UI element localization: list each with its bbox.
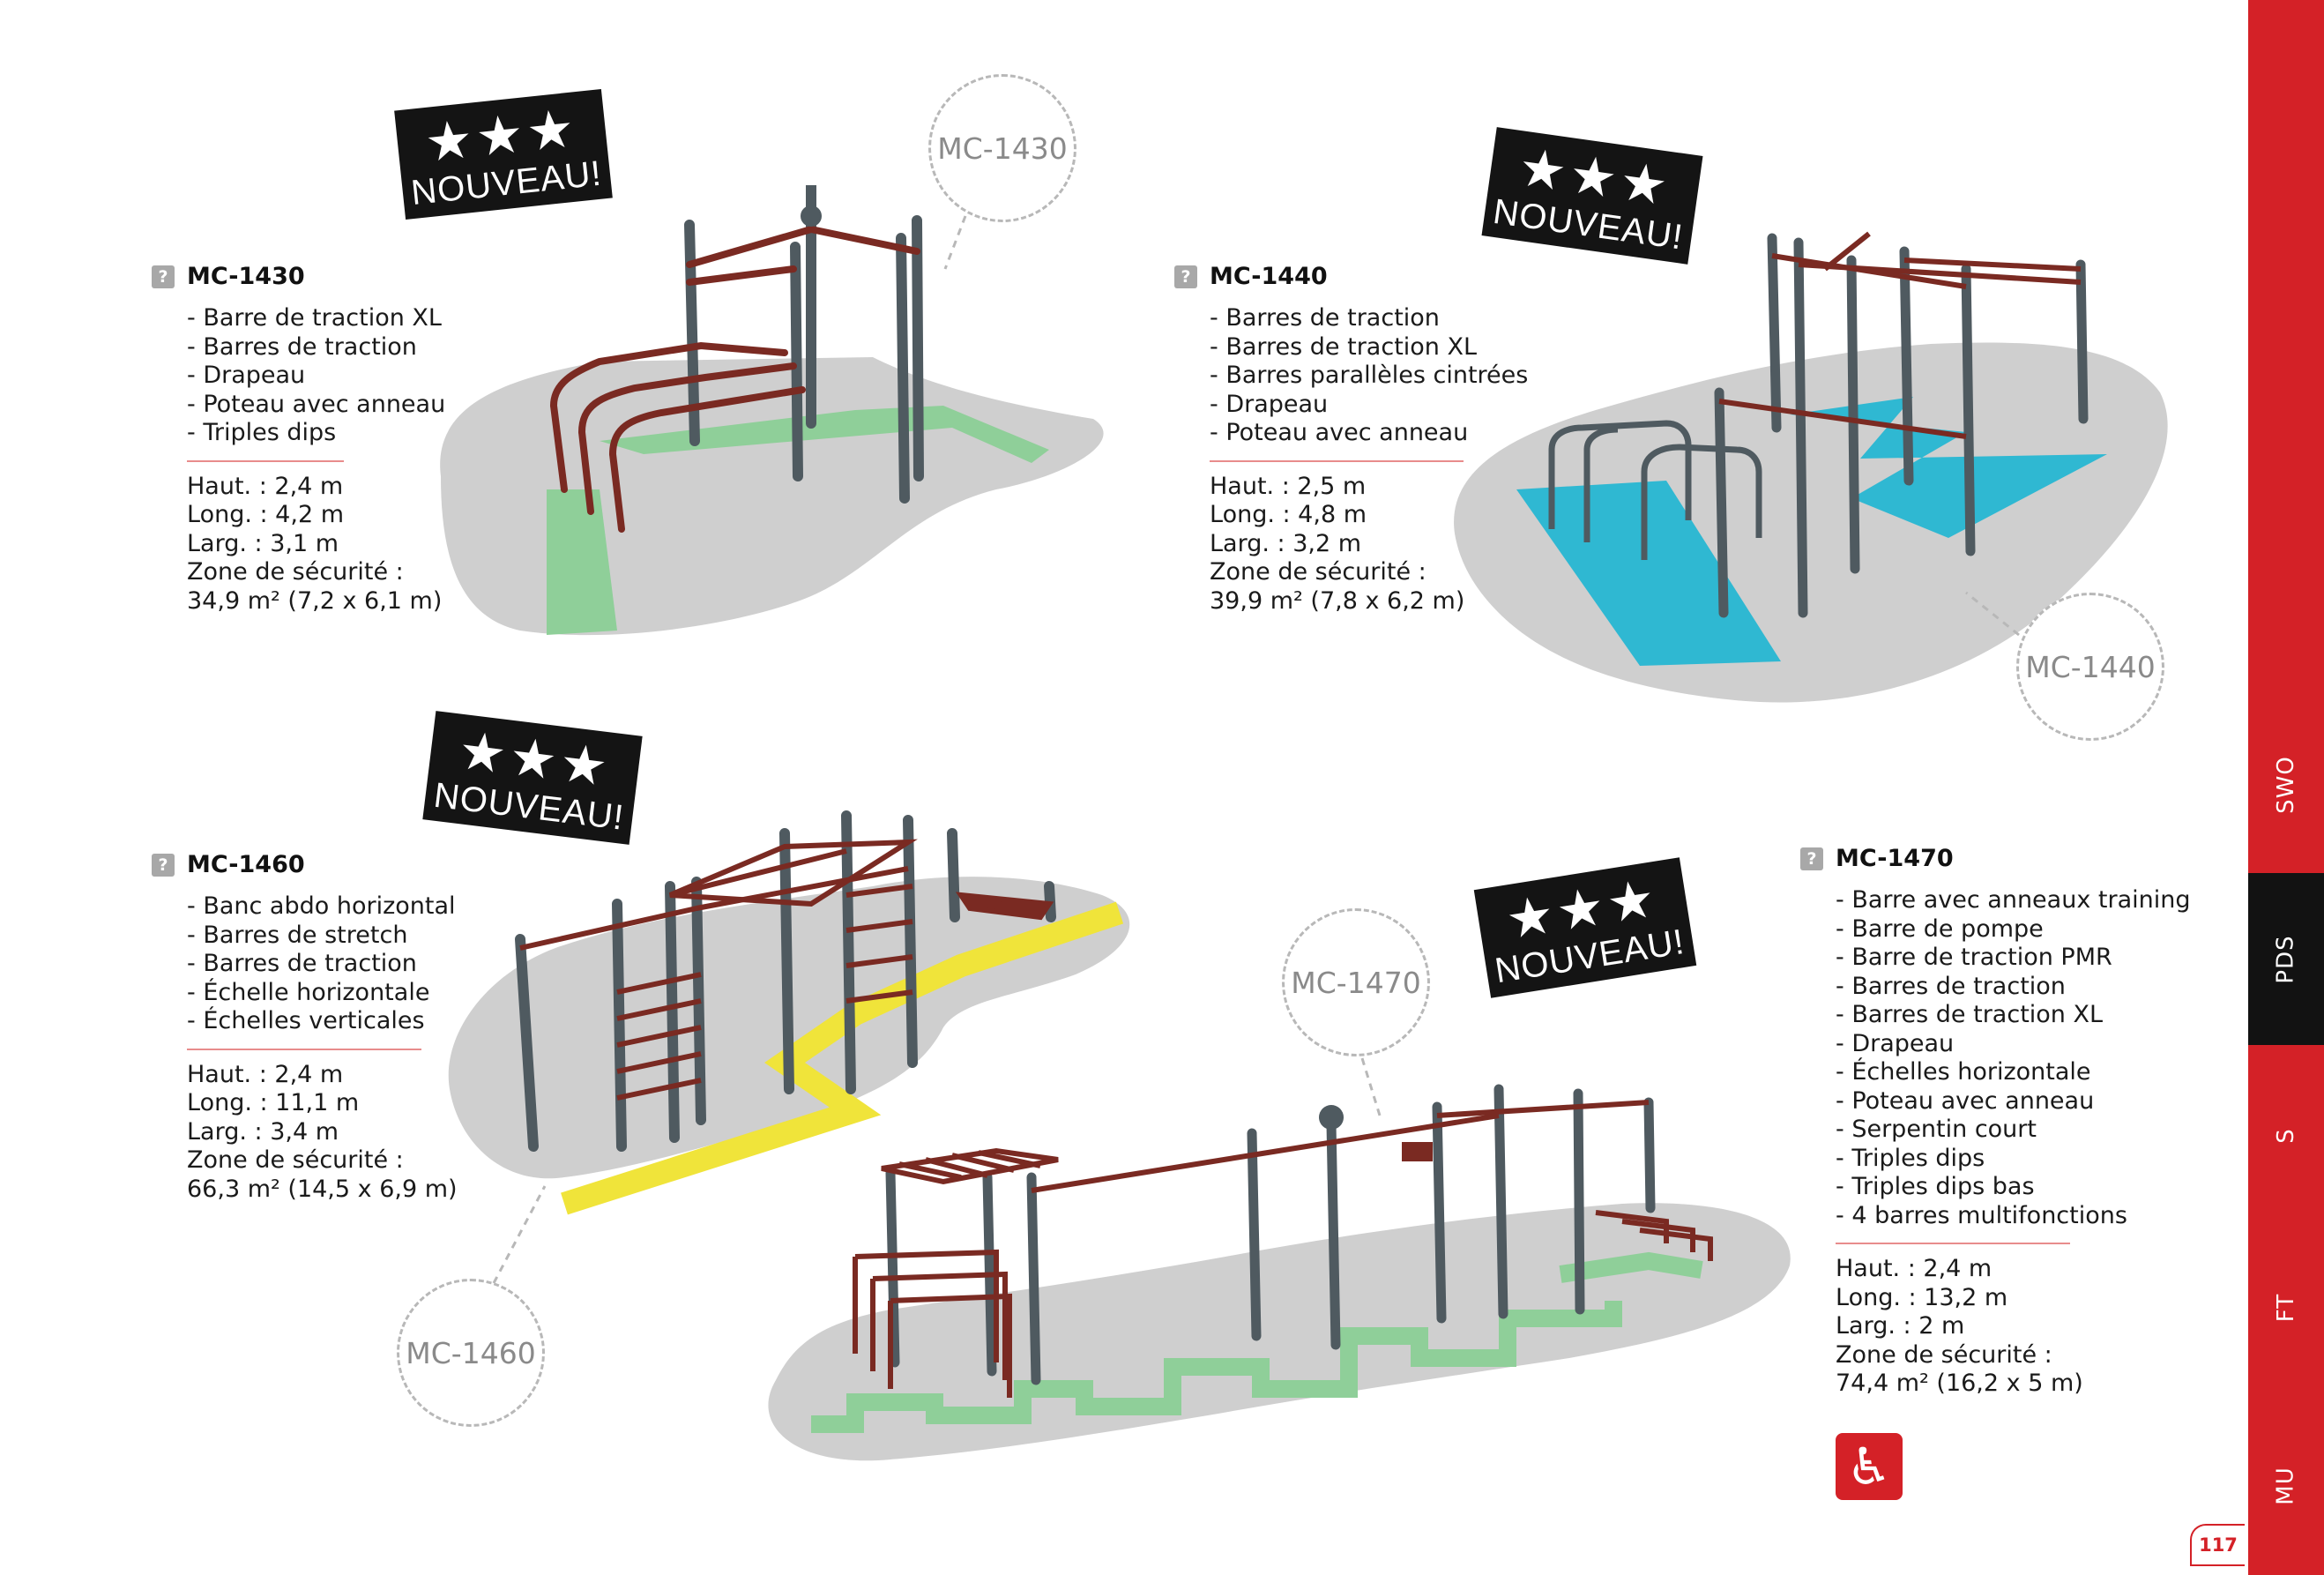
- feature-item: - Drapeau: [187, 362, 306, 389]
- spec-line: Zone de sécurité :: [187, 558, 404, 586]
- product-mc-1470: ? MC-1470 - Barre avec anneaux training -…: [1800, 845, 2190, 1399]
- feature-list: - Banc abdo horizontal - Barres de stret…: [187, 892, 458, 1036]
- spec-line: Larg. : 2 m: [1836, 1312, 1965, 1340]
- feature-item: - Triples dips bas: [1836, 1173, 2035, 1200]
- spec-line: Zone de sécurité :: [1210, 558, 1426, 586]
- model-tag-mc-1440: MC-1440: [2016, 593, 2164, 741]
- side-tab-pds[interactable]: PDS: [2248, 873, 2324, 1045]
- spec-line: 74,4 m² (16,2 x 5 m): [1836, 1370, 2083, 1397]
- spec-line: Zone de sécurité :: [1836, 1340, 2052, 1369]
- feature-item: - Barre avec anneaux training: [1836, 886, 2191, 914]
- feature-item: - Barre de traction PMR: [1836, 944, 2112, 971]
- illustration-mc-1430: [440, 185, 1104, 636]
- spec-line: Long. : 13,2 m: [1836, 1283, 2008, 1311]
- help-icon[interactable]: ?: [152, 853, 175, 877]
- spec-line: 66,3 m² (14,5 x 6,9 m): [187, 1175, 458, 1203]
- help-icon[interactable]: ?: [1800, 847, 1823, 870]
- model-tag-mc-1430: MC-1430: [928, 74, 1076, 222]
- feature-item: - Barres de stretch: [187, 921, 408, 949]
- spec-line: 34,9 m² (7,2 x 6,1 m): [187, 586, 443, 615]
- spec-line: Larg. : 3,2 m: [1210, 529, 1362, 557]
- feature-item: - Échelles verticales: [187, 1007, 425, 1034]
- feature-item: - Banc abdo horizontal: [187, 892, 456, 920]
- feature-item: - Drapeau: [1836, 1029, 1955, 1057]
- spec-line: Long. : 4,8 m: [1210, 501, 1367, 528]
- feature-item: - Barre de traction XL: [187, 304, 442, 332]
- feature-item: - Serpentin court: [1836, 1116, 2037, 1143]
- feature-list: - Barre avec anneaux training - Barre de…: [1836, 886, 2190, 1230]
- page-number: 117: [2190, 1524, 2245, 1566]
- spec-line: Long. : 11,1 m: [187, 1089, 360, 1116]
- spec-line: Haut. : 2,4 m: [187, 472, 344, 500]
- spec-line: Long. : 4,2 m: [187, 501, 345, 528]
- side-nav: SWO PDS S FT MU: [2248, 0, 2324, 1575]
- feature-item: - Barres de traction XL: [1210, 332, 1478, 361]
- divider: [187, 1048, 421, 1050]
- feature-item: - Drapeau: [1210, 390, 1329, 418]
- feature-item: - Barres parallèles cintrées: [1210, 362, 1529, 389]
- feature-list: - Barre de traction XL - Barres de tract…: [187, 304, 445, 448]
- feature-item: - Barres de traction XL: [1836, 1001, 2104, 1028]
- illustration-mc-1470: [768, 1084, 1791, 1461]
- illustration-mc-1440: [1454, 231, 2168, 703]
- feature-item: - Barre de pompe: [1836, 914, 2044, 943]
- spec-line: Larg. : 3,1 m: [187, 529, 339, 557]
- feature-item: - Barres de traction: [187, 332, 417, 361]
- feature-item: - Poteau avec anneau: [1836, 1086, 2095, 1115]
- feature-list: - Barres de traction - Barres de tractio…: [1210, 304, 1528, 448]
- wheelchair-icon: ♿: [1836, 1433, 1903, 1500]
- feature-item: - Poteau avec anneau: [1210, 419, 1469, 446]
- feature-item: - Barres de traction: [187, 950, 417, 977]
- product-mc-1460: ? MC-1460 - Banc abdo horizontal - Barres…: [152, 851, 458, 1204]
- divider: [187, 459, 344, 462]
- feature-item: - Barres de traction: [1836, 972, 2066, 1000]
- model-tag-mc-1470: MC-1470: [1282, 908, 1430, 1056]
- help-icon[interactable]: ?: [152, 265, 175, 288]
- divider: [1836, 1243, 2070, 1244]
- spec-line: Haut. : 2,5 m: [1210, 472, 1367, 500]
- feature-item: - Triples dips: [187, 419, 337, 446]
- spec-line: Larg. : 3,4 m: [187, 1117, 339, 1146]
- product-code: MC-1430: [187, 263, 305, 290]
- feature-item: - Triples dips: [1836, 1144, 1985, 1172]
- new-badge: ★★★ NOUVEAU!: [394, 89, 613, 220]
- feature-item: - Poteau avec anneau: [187, 390, 446, 418]
- help-icon[interactable]: ?: [1174, 265, 1197, 288]
- feature-item: - Barres de traction: [1210, 304, 1440, 332]
- illustration-mc-1460: [448, 810, 1130, 1215]
- spec-line: 39,9 m² (7,8 x 6,2 m): [1210, 586, 1465, 615]
- product-mc-1430: ? MC-1430 - Barre de traction XL - Barres…: [152, 263, 445, 616]
- feature-item: - Échelle horizontale: [187, 978, 430, 1006]
- feature-item: - 4 barres multifonctions: [1836, 1201, 2127, 1229]
- feature-item: - Échelles horizontale: [1836, 1058, 2091, 1086]
- product-mc-1440: ? MC-1440 - Barres de traction - Barres d…: [1174, 263, 1528, 616]
- spec-line: Haut. : 2,4 m: [187, 1060, 344, 1088]
- product-code: MC-1470: [1836, 845, 1954, 872]
- spec-line: Haut. : 2,4 m: [1836, 1255, 1993, 1282]
- product-code: MC-1440: [1210, 263, 1328, 290]
- divider: [1210, 459, 1464, 462]
- spec-line: Zone de sécurité :: [187, 1146, 404, 1174]
- model-tag-mc-1460: MC-1460: [397, 1279, 545, 1427]
- product-code: MC-1460: [187, 851, 305, 878]
